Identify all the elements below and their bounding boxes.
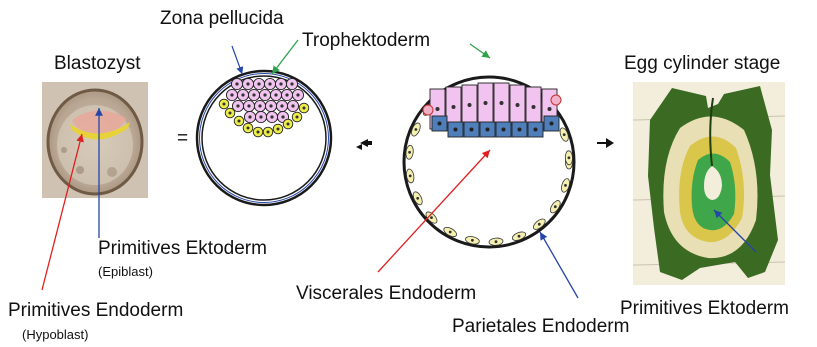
nucleus bbox=[235, 82, 238, 85]
nucleus bbox=[568, 156, 571, 159]
equals-sign: = bbox=[177, 128, 188, 150]
nucleus bbox=[500, 101, 504, 105]
nucleus bbox=[287, 123, 290, 126]
zona-arrow bbox=[232, 46, 242, 74]
nucleus bbox=[468, 103, 472, 107]
nucleus bbox=[430, 216, 433, 219]
nucleus bbox=[452, 105, 456, 109]
trophektoderm-label: Trophektoderm bbox=[302, 30, 430, 52]
nucleus bbox=[279, 82, 282, 85]
nucleus bbox=[267, 131, 270, 134]
nucleus bbox=[236, 104, 239, 107]
nucleus bbox=[538, 223, 541, 226]
nucleus bbox=[471, 239, 474, 242]
nucleus bbox=[449, 231, 452, 234]
hypoblast-label: (Hypoblast) bbox=[22, 327, 88, 342]
nucleus bbox=[518, 235, 521, 238]
nucleus bbox=[241, 93, 244, 96]
blastocyst-photo bbox=[42, 82, 148, 198]
nucleus bbox=[257, 82, 260, 85]
egg-cylinder-label: Egg cylinder stage bbox=[624, 53, 780, 75]
nucleus bbox=[230, 93, 233, 96]
nucleus bbox=[408, 151, 411, 154]
nucleus bbox=[486, 128, 490, 132]
nucleus bbox=[296, 93, 299, 96]
nucleus bbox=[268, 82, 271, 85]
primitives-ektoderm-right-label: Primitives Ektoderm bbox=[620, 298, 789, 320]
nucleus bbox=[285, 93, 288, 96]
parietales-endoderm-label: Parietales Endoderm bbox=[452, 316, 629, 338]
nucleus bbox=[291, 104, 294, 107]
nucleus bbox=[248, 115, 251, 118]
blastozyst-label: Blastozyst bbox=[54, 53, 141, 75]
nucleus bbox=[415, 128, 418, 131]
nucleus bbox=[303, 107, 306, 110]
nucleus bbox=[564, 184, 567, 187]
nucleus bbox=[258, 104, 261, 107]
nucleus bbox=[277, 128, 280, 131]
nucleus bbox=[281, 115, 284, 118]
nucleus bbox=[409, 175, 412, 178]
nucleus bbox=[270, 115, 273, 118]
nucleus bbox=[280, 104, 283, 107]
nucleus bbox=[550, 122, 554, 126]
viscerales-endoderm-label: Viscerales Endoderm bbox=[296, 283, 476, 305]
nucleus bbox=[274, 93, 277, 96]
edge-cell bbox=[551, 95, 561, 105]
nucleus bbox=[263, 93, 266, 96]
late-blastocyst bbox=[404, 77, 574, 247]
nucleus bbox=[246, 82, 249, 85]
nucleus bbox=[247, 104, 250, 107]
nucleus bbox=[495, 240, 498, 243]
parietal-arrow bbox=[540, 232, 578, 298]
nucleus bbox=[296, 116, 299, 119]
primitives-ektoderm-left-label: Primitives Ektoderm bbox=[98, 238, 267, 260]
nucleus bbox=[518, 128, 522, 132]
visceral-arrow bbox=[378, 150, 490, 272]
nucleus bbox=[548, 107, 552, 111]
nucleus bbox=[416, 197, 419, 200]
nucleus bbox=[436, 107, 440, 111]
nucleus bbox=[532, 105, 536, 109]
nucleus bbox=[502, 128, 506, 132]
nucleus bbox=[563, 133, 566, 136]
blastocyst-schematic bbox=[197, 71, 331, 205]
nucleus bbox=[438, 122, 442, 126]
egg-cylinder-image bbox=[633, 82, 785, 285]
nucleus bbox=[252, 93, 255, 96]
late-icm-cells bbox=[423, 83, 561, 137]
nucleus bbox=[257, 131, 260, 134]
nucleus bbox=[229, 112, 232, 115]
nucleus bbox=[223, 103, 226, 106]
zona-pellucida-label: Zona pellucida bbox=[160, 8, 284, 30]
nucleus bbox=[470, 128, 474, 132]
process-arrow-1 bbox=[356, 139, 372, 150]
epiblast-label: (Epiblast) bbox=[98, 264, 153, 279]
nucleus bbox=[534, 128, 538, 132]
nucleus bbox=[454, 128, 458, 132]
nucleus bbox=[290, 82, 293, 85]
primitives-endoderm-label: Primitives Endoderm bbox=[8, 300, 183, 322]
nucleus bbox=[484, 101, 488, 105]
nucleus bbox=[238, 120, 241, 123]
edge-cell bbox=[423, 105, 433, 115]
nucleus bbox=[516, 103, 520, 107]
trophektoderm-arrow-2 bbox=[470, 44, 490, 58]
nucleus bbox=[554, 205, 557, 208]
trophektoderm-arrow-1 bbox=[272, 40, 298, 74]
nucleus bbox=[259, 115, 262, 118]
nucleus bbox=[247, 127, 250, 130]
nucleus bbox=[269, 104, 272, 107]
process-arrow-2 bbox=[597, 138, 614, 148]
